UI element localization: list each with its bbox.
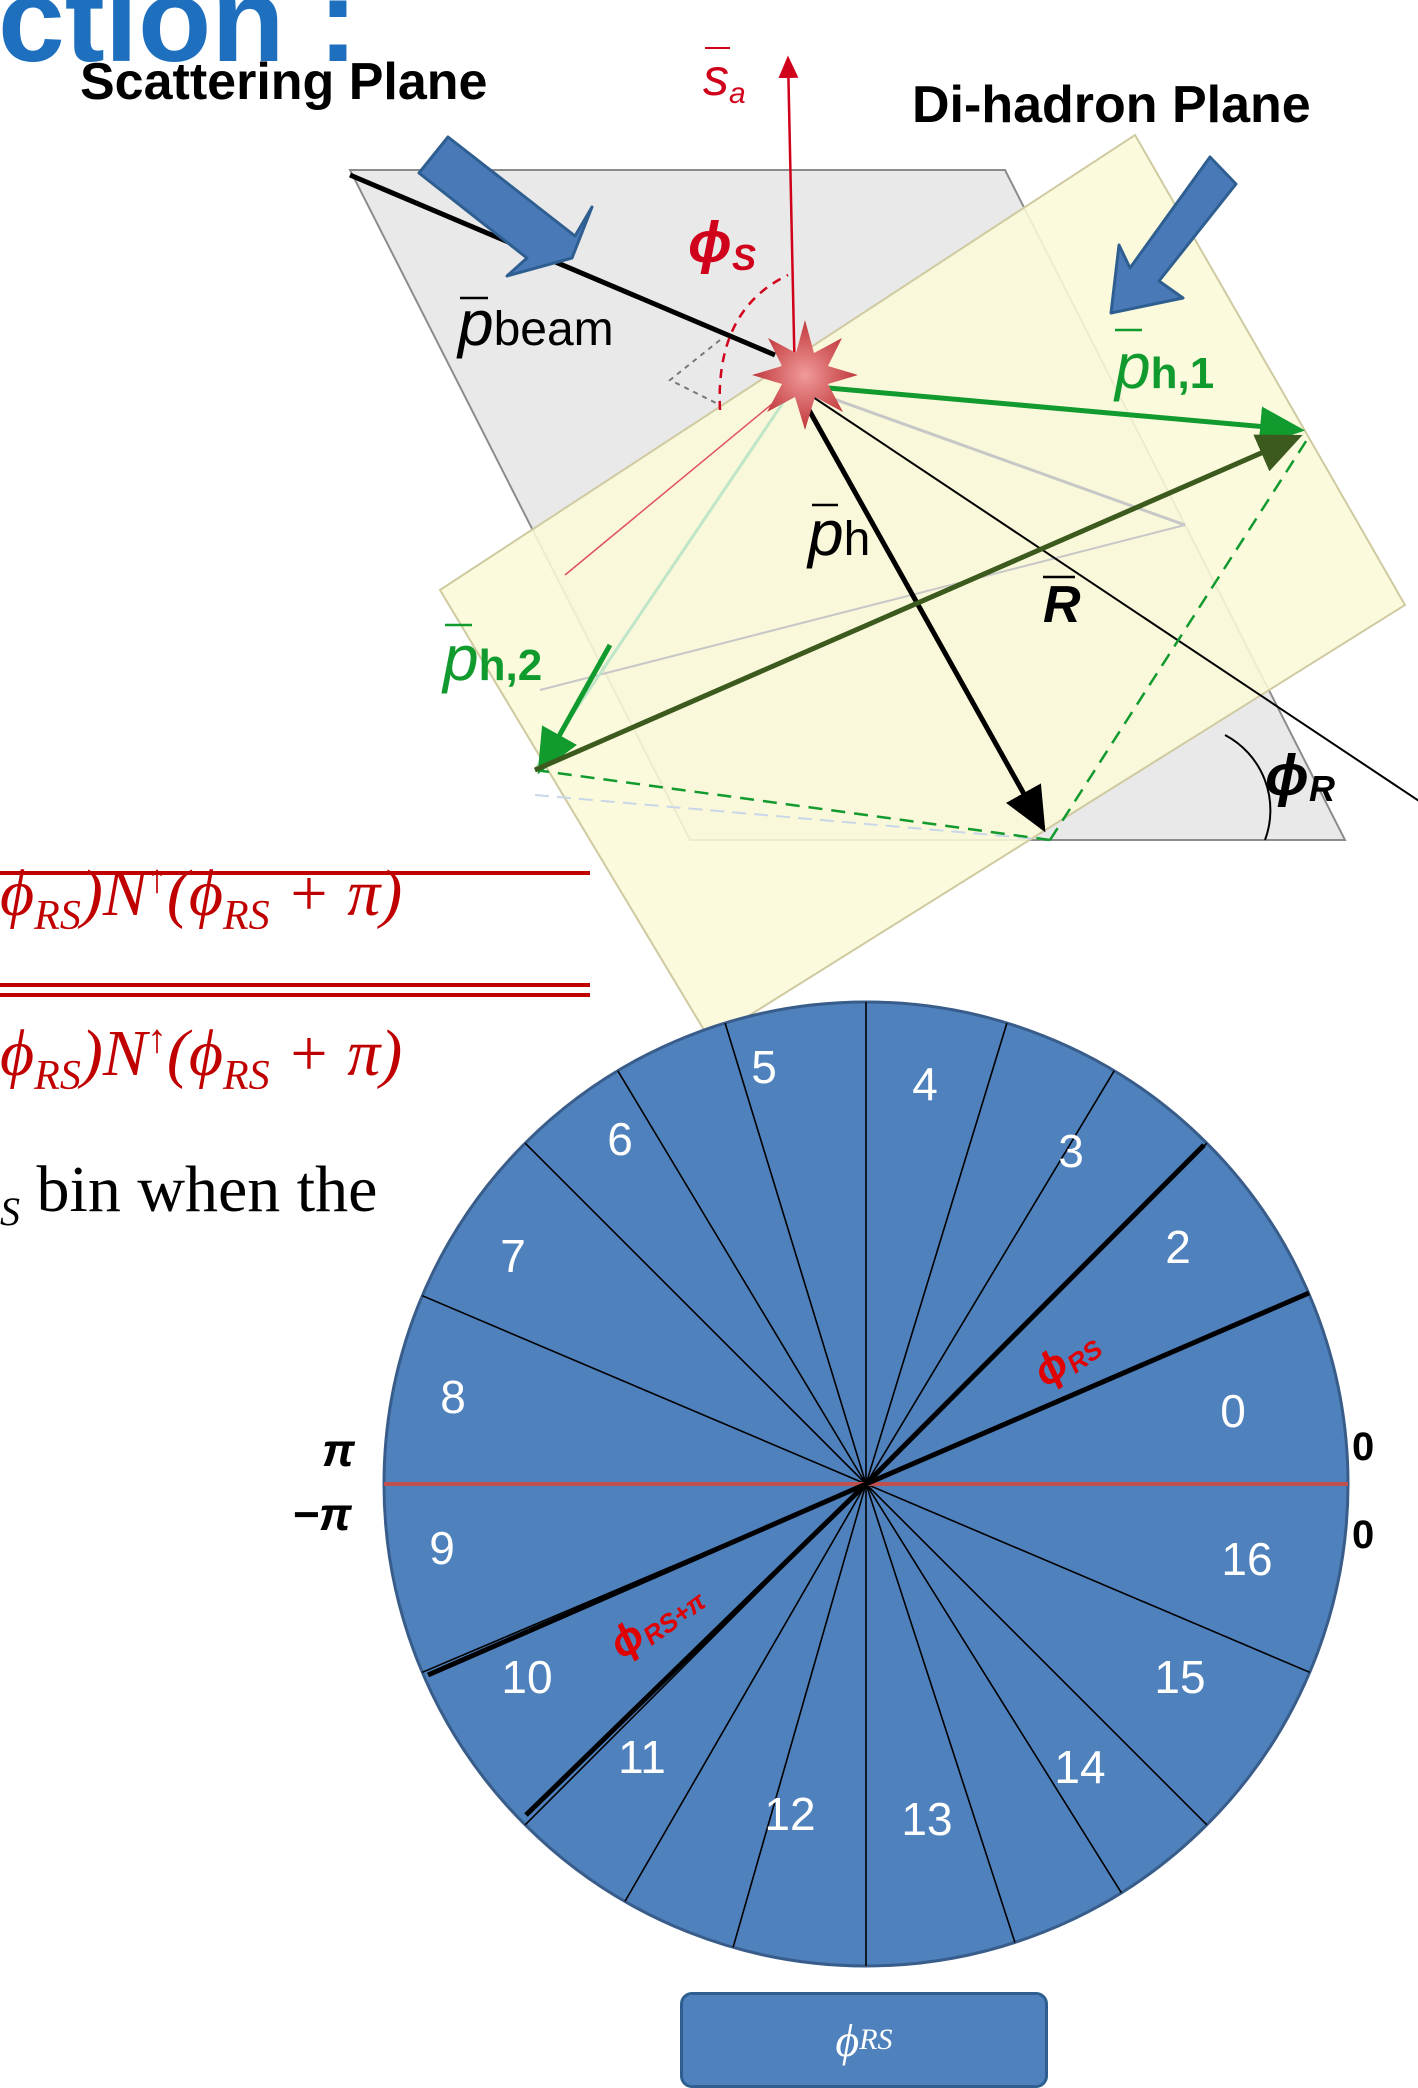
p-h2-arrow	[537, 643, 613, 775]
wheel-segment-number: 12	[764, 1788, 815, 1840]
p-h2-label: ph,2	[441, 622, 542, 694]
page-title-fragment: ction :	[0, 0, 358, 87]
formula-denominator: ϕRS)N↑(ϕRS + π)	[0, 1016, 403, 1100]
p-h-arrow	[792, 383, 1046, 833]
wheel-spoke	[865, 1483, 1016, 1943]
wheel-spoke	[724, 1022, 867, 1485]
phi-s-arc	[718, 273, 789, 411]
wheel-segment-number: 15	[1154, 1651, 1205, 1703]
zero-top-label: 0	[1352, 1425, 1374, 1469]
wheel-segment-number: 8	[440, 1371, 466, 1423]
wheel-segment-number: 3	[1058, 1125, 1084, 1177]
wheel-spoke	[865, 1070, 1115, 1485]
wheel-segment-number: 6	[607, 1113, 633, 1165]
phi-rs-pi-line	[427, 1481, 867, 1678]
wheel-segment-number: 2	[1165, 1221, 1191, 1273]
helper-line	[794, 383, 1186, 527]
phi-rs-line	[865, 1290, 1310, 1487]
wheel-segment-number: 4	[912, 1058, 938, 1110]
kinematics-diagram: sa ϕS pbeam ph,1 ph R ph,2 ϕR	[348, 47, 1418, 1042]
formula-numerator: ϕRS)N↑(ϕRS + π)	[0, 856, 403, 940]
helper-line	[534, 794, 1051, 841]
wheel-segment-number: 11	[618, 1731, 666, 1783]
r-arrow	[534, 434, 1303, 773]
zero-bottom-label: 0	[1352, 1513, 1374, 1557]
green-dashed-line	[1048, 434, 1312, 841]
wheel-segment-number: 7	[500, 1230, 526, 1282]
body-text-fragment: S bin when the	[0, 1153, 378, 1235]
phi-rs-line	[864, 1143, 1206, 1486]
p-h1-label: ph,1	[1113, 330, 1214, 402]
wheel-spoke	[624, 1483, 867, 1902]
r-label: R	[1043, 576, 1081, 634]
wheel-segment-number: 0	[1220, 1385, 1246, 1437]
helper-line	[539, 524, 1186, 691]
wheel-spoke	[865, 1483, 1208, 1826]
pi-label: π	[322, 1424, 356, 1476]
phi-rs-pi-line	[524, 1482, 868, 1817]
wheel-segment-number: 5	[751, 1041, 777, 1093]
dihadron-plane	[438, 133, 1407, 1042]
wheel-spoke	[617, 1070, 867, 1485]
dihadron-plane-pointer-arrow	[1109, 155, 1238, 315]
p-beam-arrow	[349, 172, 776, 358]
wheel-spoke	[865, 1022, 1008, 1485]
wheel-spoke	[524, 1142, 867, 1485]
p-h-label: ph	[806, 497, 870, 569]
phi-s-label: ϕS	[688, 210, 756, 278]
axis-line	[794, 384, 1418, 802]
wheel-segment-number: 9	[429, 1522, 455, 1574]
wheel-segment-number: 14	[1054, 1741, 1105, 1793]
spin-projection-line	[564, 384, 796, 576]
s-a-arrow	[778, 55, 799, 386]
phi-r-arc	[1224, 734, 1272, 841]
scattering-plane-pointer-arrow	[417, 135, 594, 278]
green-dashed-line	[534, 768, 1051, 842]
wheel-segment-numbers: 0 2 3 4 5 6 7 8 9 10 11 12 13 14 15 16	[429, 1041, 1272, 1845]
s-a-label: sa	[703, 49, 746, 110]
wheel-segment-number: 10	[501, 1651, 552, 1703]
interaction-vertex-icon	[752, 320, 858, 430]
wheel-spoke	[865, 1483, 1311, 1674]
dihadron-plane-label: Di-hadron Plane	[912, 76, 1311, 134]
wheel-spoke	[865, 1483, 1123, 1894]
wheel-segment-number: 13	[901, 1793, 952, 1845]
wheel-segment-number: 16	[1221, 1533, 1272, 1585]
wheel-spoke	[421, 1294, 867, 1485]
p-h1-arrow	[794, 382, 1305, 447]
minus-pi-label: −π	[292, 1488, 353, 1540]
helper-dashes	[668, 339, 721, 406]
wheel-spoke	[732, 1483, 867, 1948]
phi-r-label: ϕR	[1265, 743, 1335, 809]
scattering-plane-label: Scattering Plane	[80, 53, 488, 111]
